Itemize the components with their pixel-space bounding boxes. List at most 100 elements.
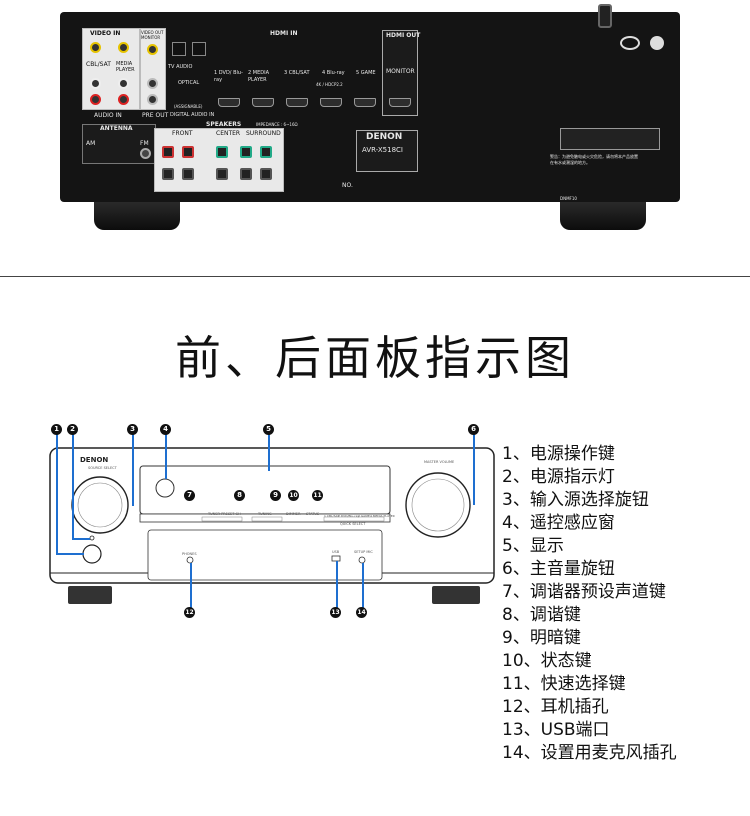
callout-2: 2 xyxy=(67,424,78,435)
quick-button-3-label: 3 GAME xyxy=(358,514,370,518)
surround-r-positive-terminal xyxy=(260,146,272,158)
video-out-label: VIDEO OUT MONITOR xyxy=(141,30,164,40)
leader-line-3 xyxy=(132,431,134,506)
assignable-label: (ASSIGNABLE) xyxy=(174,104,203,109)
leader-line-1 xyxy=(56,431,58,554)
legend-item-9: 9、明暗键 xyxy=(502,628,581,648)
center-negative-terminal xyxy=(216,168,228,180)
cbl-sat-label: CBL/SAT xyxy=(86,61,111,68)
page-title: 前、后面板指示图 xyxy=(175,331,575,385)
legend-item-3: 3、输入源选择旋钮 xyxy=(502,490,649,510)
front-r-positive-terminal xyxy=(182,146,194,158)
leader-line-13 xyxy=(336,561,338,609)
rear-brand-label: DENON xyxy=(366,132,403,142)
monitor-label: MONITOR xyxy=(386,68,415,75)
legend-item-12: 12、耳机插孔 xyxy=(502,697,609,717)
optical-port-2 xyxy=(192,42,206,56)
front-l-negative-terminal xyxy=(162,168,174,180)
callout-1: 1 xyxy=(51,424,62,435)
digital-audio-in-label: DIGITAL AUDIO IN xyxy=(170,112,215,118)
impedance-label: IMPEDANCE : 6~16Ω xyxy=(256,122,298,127)
legend-item-8: 8、调谐键 xyxy=(502,605,581,625)
legend-item-14: 14、设置用麦克风插孔 xyxy=(502,743,677,763)
optical-port-1 xyxy=(172,42,186,56)
warning-label: 警告：为避免触电或火灾危险，请勿将本产品放置在有水或潮湿的地方。 xyxy=(550,154,638,165)
legend-item-7: 7、调谐器预设声道键 xyxy=(502,582,666,602)
legend-item-13: 13、USB端口 xyxy=(502,720,610,740)
legend-item-6: 6、主音量旋钮 xyxy=(502,559,615,579)
quick-button-4-label: 4 MEDIA PLAYER xyxy=(370,514,395,518)
section-divider xyxy=(0,276,750,277)
callout-3: 3 xyxy=(127,424,138,435)
front-brand-label: DENON xyxy=(80,456,109,464)
legend-item-5: 5、显示 xyxy=(502,536,564,556)
pre-out-jack-1 xyxy=(147,78,158,89)
rear-panel-illustration: VIDEO IN CBL/SAT MEDIA PLAYER VIDEO OUT … xyxy=(60,4,680,230)
energy-mark-icon xyxy=(650,36,664,50)
hdmi-out-port xyxy=(389,98,411,107)
ccc-mark-icon xyxy=(620,36,640,50)
callout-6: 6 xyxy=(468,424,479,435)
usb-label: USB xyxy=(332,550,340,554)
quick-button-1-label: 1 CBL/SAT xyxy=(324,514,340,518)
tuning-label: TUNING xyxy=(258,512,272,516)
model-plate xyxy=(356,130,418,172)
audio-jack-r1 xyxy=(90,94,101,105)
status-label: STATUS xyxy=(306,512,320,516)
dimmer-label: DIMMER xyxy=(286,512,301,516)
fm-antenna-jack xyxy=(140,148,151,159)
source-select-label: SOURCE SELECT xyxy=(88,466,117,470)
audio-jack-r2 xyxy=(118,94,129,105)
video-jack-2 xyxy=(118,42,129,53)
center-positive-terminal xyxy=(216,146,228,158)
video-in-label: VIDEO IN xyxy=(90,30,121,37)
leader-line-2 xyxy=(72,431,74,539)
speakers-label: SPEAKERS xyxy=(206,121,242,128)
hdcp-label: 4K / HDCP2.2 xyxy=(316,82,343,87)
callout-9: 9 xyxy=(270,490,281,501)
hdmi-port-5 xyxy=(354,98,376,107)
legend-item-4: 4、遥控感应窗 xyxy=(502,513,615,533)
legend-item-10: 10、状态键 xyxy=(502,651,592,671)
surround-l-negative-terminal xyxy=(240,168,252,180)
callout-5: 5 xyxy=(263,424,274,435)
hdmi-port-3-label: 3 CBL/SAT xyxy=(284,70,310,76)
serial-no-label: NO. xyxy=(342,182,353,189)
caution-sticker xyxy=(560,128,660,150)
hdmi-port-4-label: 4 Blu-ray xyxy=(322,70,345,76)
hdmi-port-5-label: 5 GAME xyxy=(356,70,376,76)
front-speaker-label: FRONT xyxy=(172,130,193,137)
quick-button-2-label: 2 DVD/Blu-ray xyxy=(338,514,360,518)
fm-label: FM xyxy=(140,140,149,147)
front-r-negative-terminal xyxy=(182,168,194,180)
hdmi-port-2-label: 2 MEDIA PLAYER xyxy=(248,70,269,83)
hdmi-port-2 xyxy=(252,98,274,107)
surround-l-positive-terminal xyxy=(240,146,252,158)
callout-14: 14 xyxy=(356,607,367,618)
quick-select-label: QUICK SELECT xyxy=(340,522,366,526)
callout-11: 11 xyxy=(312,490,323,501)
hdmi-port-1-label: 1 DVD/ Blu-ray xyxy=(214,70,243,83)
hdmi-port-3 xyxy=(286,98,308,107)
optical-label: OPTICAL xyxy=(178,80,200,86)
rear-model-label: AVR-X518CI xyxy=(362,146,403,154)
tuner-preset-label: TUNER PRESET CH xyxy=(208,512,241,516)
media-player-label: MEDIA PLAYER xyxy=(116,61,135,73)
legend-item-11: 11、快速选择键 xyxy=(502,674,626,694)
front-l-positive-terminal xyxy=(162,146,174,158)
surround-speaker-label: SURROUND xyxy=(246,130,281,137)
audio-jack-l1 xyxy=(90,78,101,89)
callout-8: 8 xyxy=(234,490,245,501)
leader-line-4 xyxy=(165,431,167,479)
callout-7: 7 xyxy=(184,490,195,501)
phones-label: PHONES xyxy=(182,552,197,556)
hdmi-out-label: HDMI OUT xyxy=(386,32,421,39)
monitor-video-jack xyxy=(147,44,158,55)
rear-right-foot xyxy=(560,202,646,230)
speaker-terminal-section xyxy=(154,128,284,192)
rear-left-foot xyxy=(94,202,180,230)
hdmi-in-label: HDMI IN xyxy=(270,30,298,37)
tv-audio-label: TV AUDIO xyxy=(168,64,193,70)
leader-line-1-h xyxy=(56,553,84,555)
leader-line-5 xyxy=(268,431,270,471)
